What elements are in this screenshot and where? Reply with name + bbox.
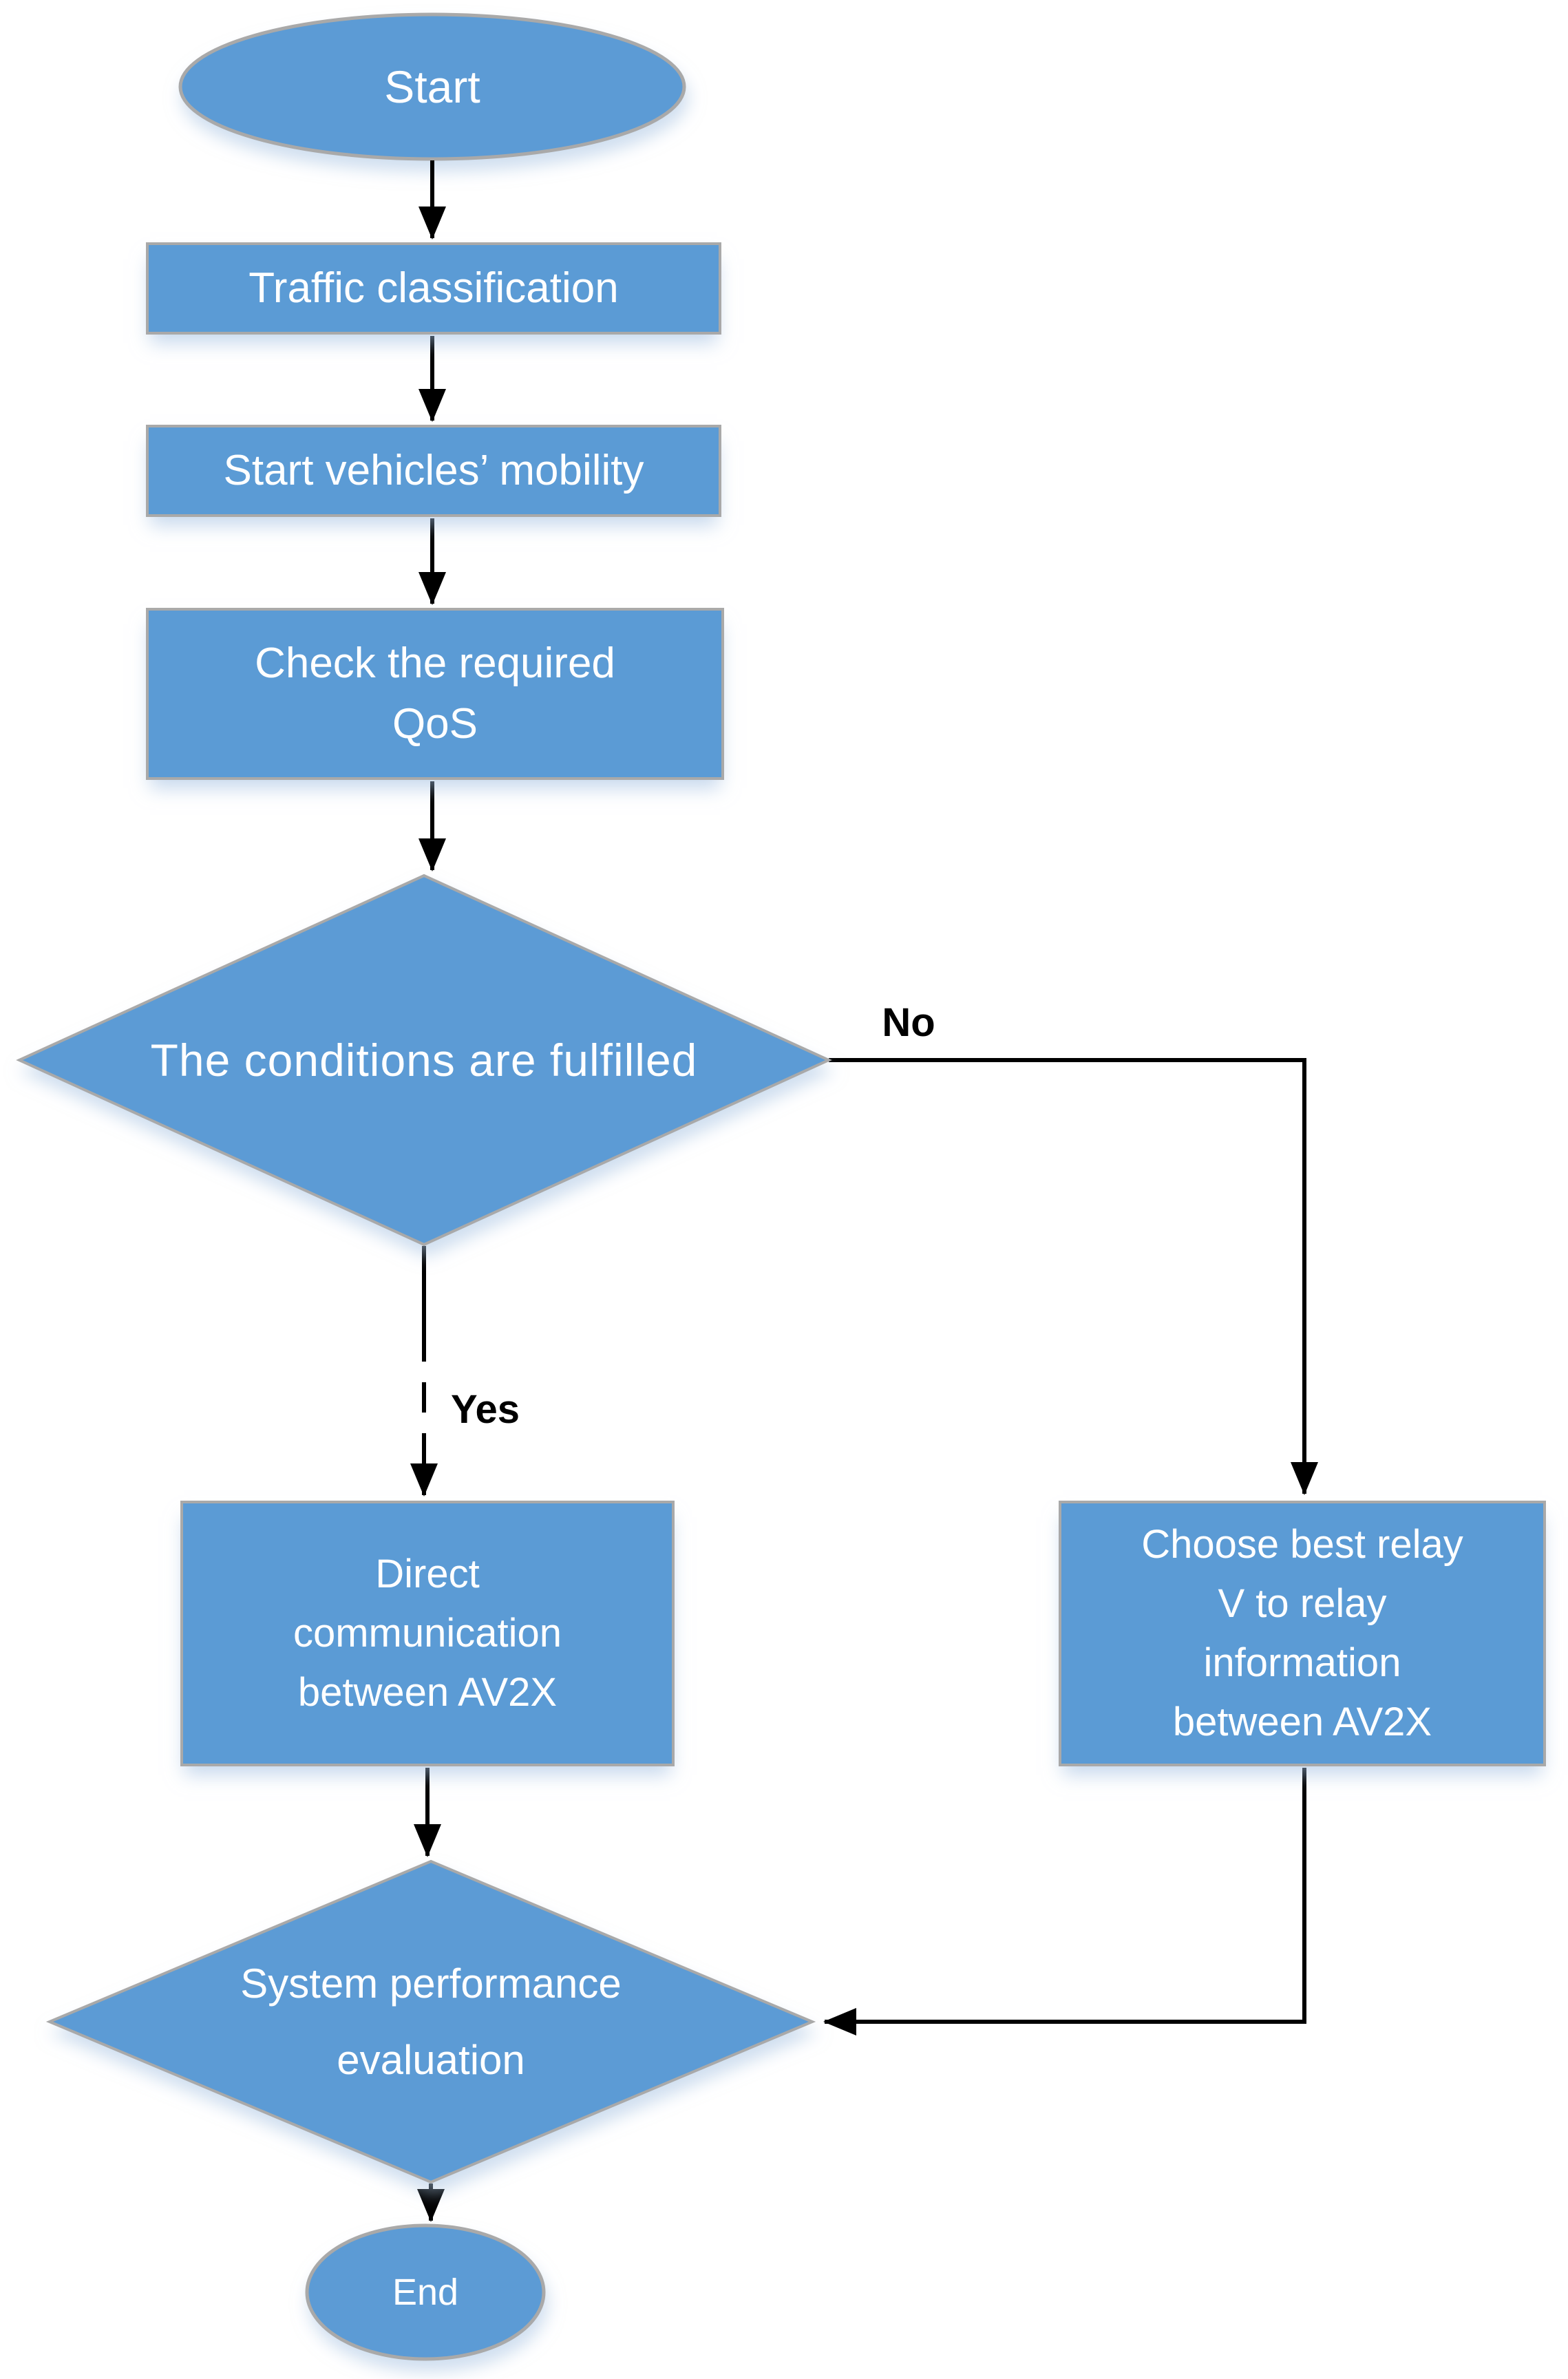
connector-relay-to-evaluation [823,1768,1306,2036]
node-start-vehicles-mobility: Start vehicles’ mobility [146,425,721,517]
edge-label-yes: Yes [451,1387,520,1432]
node-check-required-qos: Check the required QoS [146,608,724,780]
node-choose-best-relay: Choose best relay V to relay information… [1059,1501,1546,1766]
node-direct-communication: Direct communication between AV2X [180,1501,675,1766]
edge-label-no: No [882,1000,935,1045]
node-traffic-classification: Traffic classification [146,242,721,335]
performance-evaluation-shape [45,1859,816,2184]
end-terminator-shape [305,2223,546,2361]
connector-no-branch [829,1058,1318,1495]
start-terminator-shape [178,12,686,161]
conditions-decision-shape [16,874,832,1247]
